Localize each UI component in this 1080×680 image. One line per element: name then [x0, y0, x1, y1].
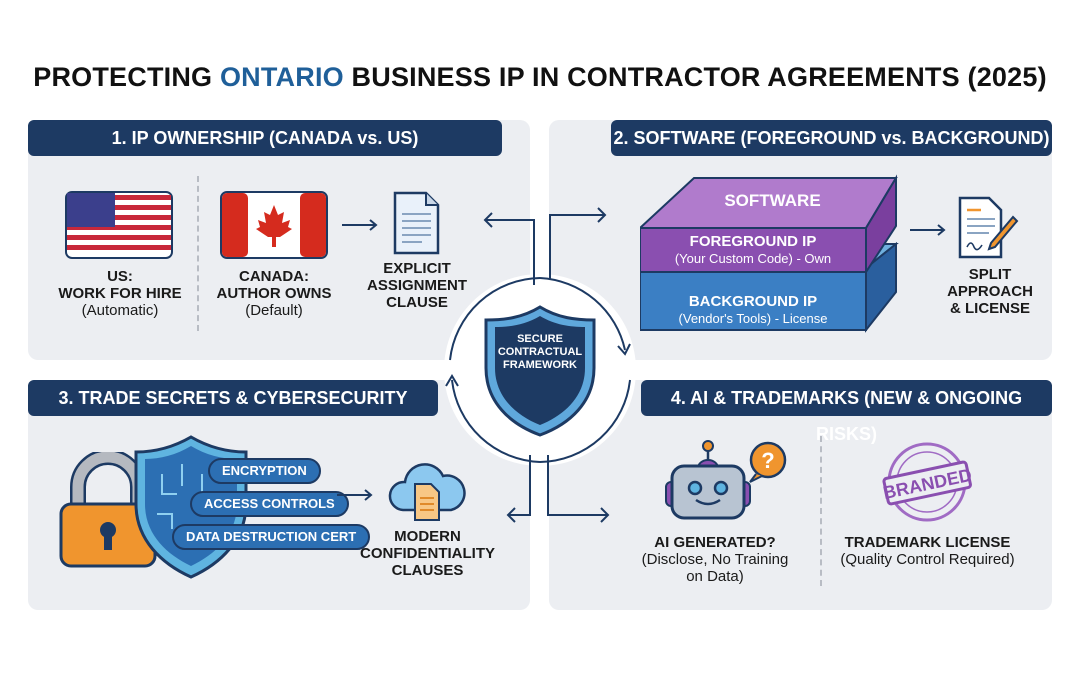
trademark-license-label: TRADEMARK LICENSE(Quality Control Requir…: [840, 534, 1015, 568]
panel-ai-trademarks: [549, 380, 1052, 610]
software-layers-icon: [640, 174, 899, 333]
canada-label: CANADA:AUTHOR OWNS(Default): [216, 268, 332, 319]
signed-document-icon: [958, 196, 1019, 259]
panel1-header: 1. IP OWNERSHIP (CANADA vs. US): [28, 120, 502, 156]
robot-icon: ?: [665, 440, 787, 520]
divider: [197, 176, 199, 331]
us-flag-icon: [65, 191, 173, 259]
arrow-right-icon: [910, 224, 946, 236]
panel4-header: 4. AI & TRADEMARKS (NEW & ONGOING RISKS): [641, 380, 1052, 444]
foreground-ip-label: FOREGROUND IP(Your Custom Code) - Own: [674, 233, 832, 266]
arrow-right-icon: [337, 489, 373, 501]
shield-icon: [484, 305, 596, 437]
document-icon: [393, 191, 440, 255]
software-label: SOFTWARE: [724, 191, 821, 210]
access-controls-pill: ACCESS CONTROLS: [190, 491, 349, 517]
branded-stamp-icon: BRANDED: [881, 442, 974, 522]
panel2-header: 2. SOFTWARE (FOREGROUND vs. BACKGROUND): [611, 120, 1052, 156]
svg-text:?: ?: [761, 448, 774, 473]
data-destruction-pill: DATA DESTRUCTION CERT: [172, 524, 371, 550]
cloud-document-icon: [388, 463, 466, 521]
arrow-right-icon: [342, 219, 378, 231]
us-label: US:WORK FOR HIRE(Automatic): [58, 268, 182, 319]
page-title: PROTECTING ONTARIO BUSINESS IP IN CONTRA…: [33, 62, 1047, 92]
panel3-header: 3. TRADE SECRETS & CYBERSECURITY: [28, 380, 438, 416]
canada-flag-icon: [220, 191, 328, 259]
divider: [820, 436, 822, 586]
background-ip-label: BACKGROUND IP(Vendor's Tools) - License: [678, 293, 828, 326]
encryption-pill: ENCRYPTION: [208, 458, 321, 484]
